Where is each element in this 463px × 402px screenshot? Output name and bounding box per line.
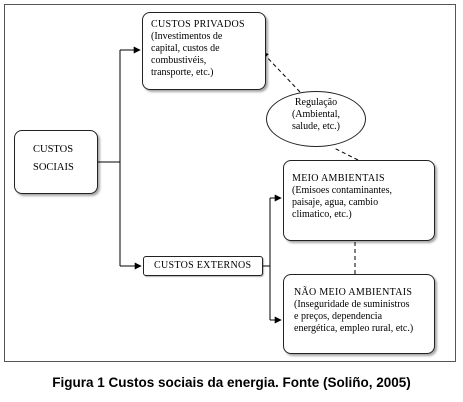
node-custos-externos: CUSTOS EXTERNOS <box>143 256 263 276</box>
custos-privados-line: combustivéis, <box>151 55 207 66</box>
nao-meio-ambientais-line: energética, empleo rural, etc.) <box>294 323 414 334</box>
meio-ambientais-line: (Emisoes contaminantes, <box>292 185 392 196</box>
regulacao-line: Regulação <box>294 97 338 108</box>
custos-externos-title: CUSTOS EXTERNOS <box>154 260 252 271</box>
regulacao-line: salude, etc.) <box>291 121 341 132</box>
meio-ambientais-line: climatico, etc.) <box>292 209 352 220</box>
custos-privados-line: capital, custos de <box>151 43 220 54</box>
node-custos-sociais: CUSTOS SOCIAIS <box>14 130 98 194</box>
custos-privados-title: CUSTOS PRIVADOS <box>151 19 245 30</box>
regulacao-line: (Ambiental, <box>291 109 341 120</box>
meio-ambientais-line: paisaje, agua, cambio <box>292 197 379 208</box>
meio-ambientais-title: MEIO AMBIENTAIS <box>292 173 385 184</box>
custos-privados-line: (Investimentos de <box>151 31 223 42</box>
node-meio-ambientais: MEIO AMBIENTAIS (Emisoes contaminantes, … <box>283 160 435 241</box>
dashed-regulacao-to-privados <box>261 51 301 93</box>
nao-meio-ambientais-line: e preços, dependencia <box>294 311 383 322</box>
dashed-meio-to-regulacao <box>333 147 359 161</box>
nao-meio-ambientais-title: NÃO MEIO AMBIENTAIS <box>294 287 413 298</box>
figure-caption: Figura 1 Custos sociais da energia. Font… <box>52 375 411 390</box>
node-custos-privados: CUSTOS PRIVADOS (Investimentos de capita… <box>142 12 266 90</box>
nao-meio-ambientais-line: (Inseguridade de suministros <box>294 299 410 310</box>
custos-sociais-line: SOCIAIS <box>33 162 74 173</box>
custos-privados-line: transporte, etc.) <box>151 67 214 78</box>
custos-sociais-line: CUSTOS <box>33 144 74 155</box>
node-regulacao: Regulação (Ambiental, salude, etc.) <box>266 91 366 147</box>
node-nao-meio-ambientais: NÃO MEIO AMBIENTAIS (Inseguridade de sum… <box>283 274 435 354</box>
